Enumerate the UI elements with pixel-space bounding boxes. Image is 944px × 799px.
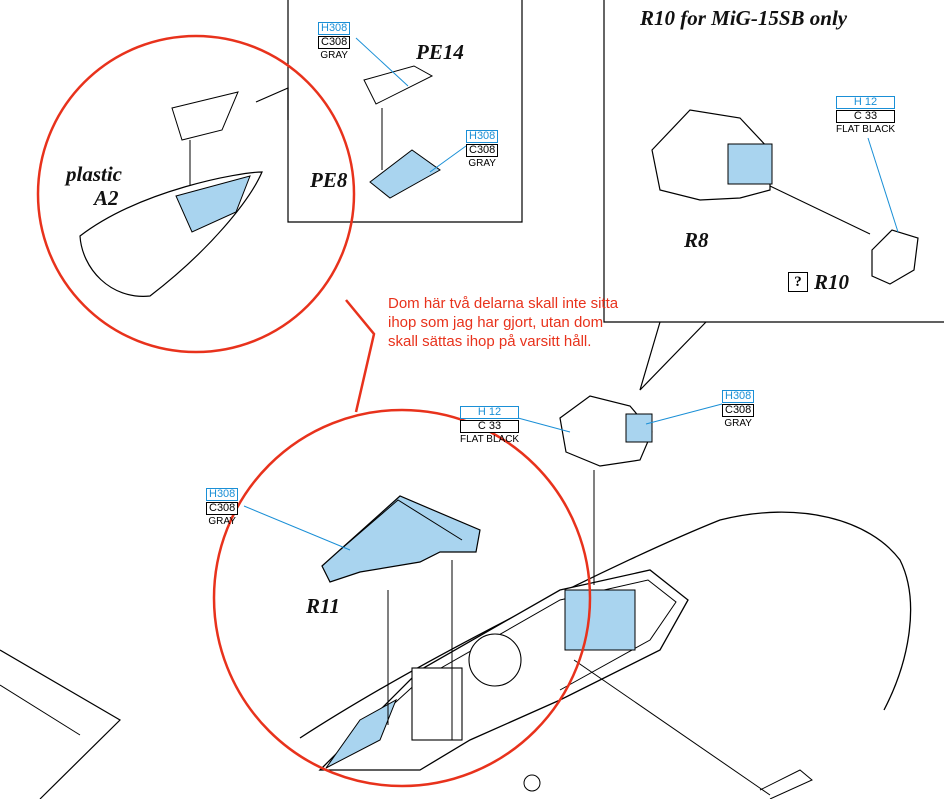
- paint-callout: H308 C308 GRAY: [722, 390, 755, 429]
- highlight-circle-r11: [212, 408, 592, 788]
- paint-c-code: C308: [206, 502, 239, 515]
- fuselage-outline: [299, 511, 912, 739]
- r11-part: [321, 495, 481, 583]
- label-pe14: PE14: [416, 40, 464, 64]
- paint-c-code: C308: [318, 36, 351, 49]
- paint-h-code: H 12: [836, 96, 896, 109]
- paint-name: GRAY: [468, 158, 496, 169]
- paint-name: GRAY: [724, 418, 752, 429]
- paint-h-code: H 12: [460, 406, 520, 419]
- wing-panel-line: [0, 684, 81, 736]
- paint-h-code: H308: [318, 22, 351, 35]
- paint-c-code: C308: [722, 404, 755, 417]
- r11-part-detail: [339, 499, 463, 551]
- wing-outline: [0, 649, 121, 799]
- paint-leader: [429, 145, 467, 173]
- paint-h-code: H308: [206, 488, 239, 501]
- paint-callout: H308 C308 GRAY: [206, 488, 239, 527]
- paint-name: FLAT BLACK: [460, 434, 520, 445]
- paint-h-code: H308: [466, 130, 499, 143]
- ejection-seat: [411, 667, 463, 741]
- label-pe8: PE8: [310, 168, 348, 192]
- header-title: R10 for MiG-15SB only: [640, 6, 848, 30]
- label-a2: A2: [94, 186, 119, 210]
- paint-leader: [355, 37, 409, 87]
- cockpit-blue-part: [325, 698, 397, 769]
- note-line: Dom här två delarna skall inte sitta: [388, 295, 619, 312]
- instrument-drum: [468, 633, 522, 687]
- note-line: ihop som jag har gjort, utan dom: [388, 314, 604, 331]
- paint-callout: H308 C308 GRAY: [466, 130, 499, 169]
- paint-callout: H308 C308 GRAY: [318, 22, 351, 61]
- question-mark-box: ?: [788, 272, 808, 292]
- red-annotation-note: Dom här två delarna skall inte sitta iho…: [388, 294, 688, 351]
- control-stick-part: [759, 769, 813, 799]
- label-r8: R8: [684, 228, 709, 252]
- pe-assembled-part: [171, 91, 239, 141]
- pe14-part: [363, 65, 434, 105]
- highlight-connector: [345, 299, 376, 413]
- label-r10: R10: [814, 270, 850, 294]
- paint-leader: [645, 403, 723, 425]
- paint-c-code: C308: [466, 144, 499, 157]
- r8-blue-area: [727, 143, 773, 185]
- paint-leader: [243, 505, 351, 551]
- stick-arrow: [573, 659, 771, 796]
- paint-leader: [517, 417, 571, 433]
- r10-detail-frame: [603, 0, 944, 323]
- r10-callout-pointer: [639, 321, 707, 391]
- pe-callout-pointer: [255, 87, 289, 120]
- label-plastic: plastic: [66, 162, 122, 186]
- installed-gunsight: [564, 589, 636, 651]
- r10-arrow: [769, 185, 871, 235]
- paint-name: GRAY: [320, 50, 348, 61]
- pe8-part: [369, 149, 441, 199]
- small-round-part: [523, 774, 541, 792]
- paint-callout: H 12 C 33 FLAT BLACK: [460, 406, 520, 445]
- label-r11: R11: [306, 594, 340, 618]
- note-line: skall sättas ihop på varsitt håll.: [388, 333, 592, 350]
- paint-c-code: C 33: [460, 420, 520, 433]
- gunsight-blue-area: [625, 413, 653, 443]
- highlight-circle-a2: [36, 34, 356, 354]
- plastic-a2-blue-area: [175, 175, 251, 233]
- paint-name: FLAT BLACK: [836, 124, 896, 135]
- paint-h-code: H308: [722, 390, 755, 403]
- r10-part: [871, 229, 919, 285]
- paint-name: GRAY: [208, 516, 236, 527]
- paint-c-code: C 33: [836, 110, 896, 123]
- paint-leader: [867, 137, 899, 233]
- paint-callout: H 12 C 33 FLAT BLACK: [836, 96, 896, 135]
